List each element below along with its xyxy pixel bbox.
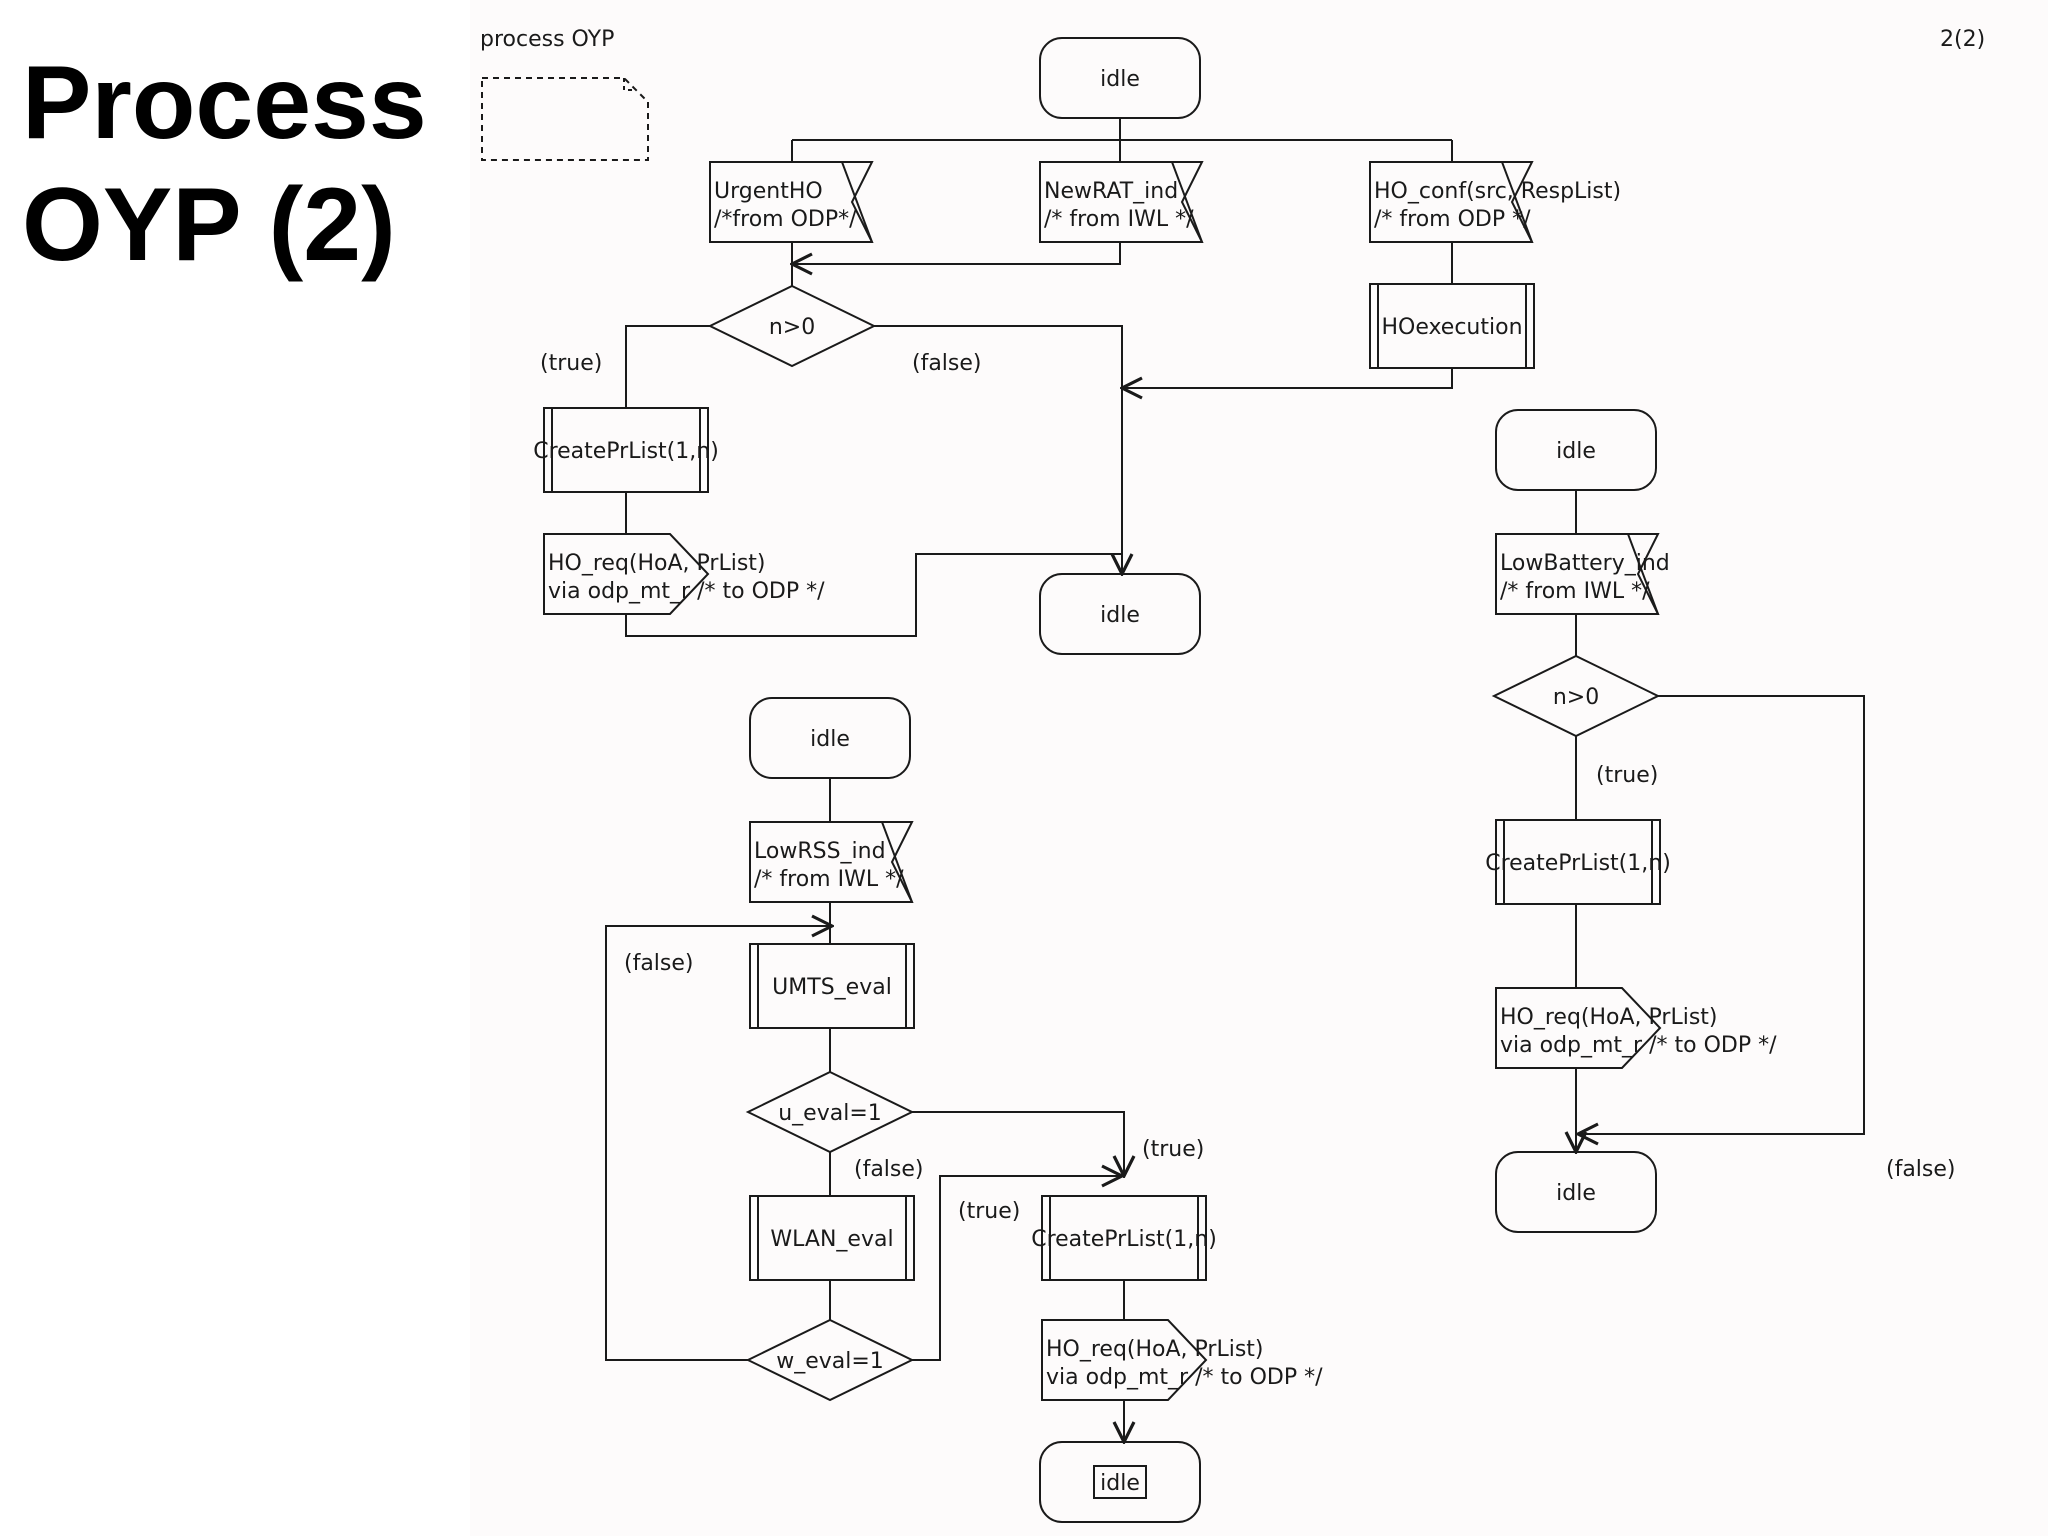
decision-n-gt-0-top (707, 284, 877, 368)
connector-hoexecution-to-idle (1122, 368, 1453, 388)
input-newrat-line1: NewRAT_ind (1044, 179, 1178, 204)
procedure-createprlist-bottom-label: CreatePrList(1,n) (1031, 1227, 1217, 1252)
input-ho-conf-line1: HO_conf(src, RespList) (1374, 179, 1621, 204)
output-ho-req-bottom (1041, 1319, 1208, 1401)
branch-false-u: (false) (854, 1157, 924, 1182)
output-ho-req-right-line1: HO_req(HoA, PrList) (1500, 1005, 1718, 1030)
output-ho-req-bottom-line1: HO_req(HoA, PrList) (1046, 1337, 1264, 1362)
output-ho-req-right (1495, 987, 1662, 1069)
connector-merge-top (792, 242, 1121, 286)
state-idle-top-label: idle (1100, 67, 1140, 92)
decision-u-eval-label: u_eval=1 (778, 1101, 882, 1126)
decision-n-gt-0-top-label: n>0 (769, 315, 815, 340)
branch-false-loop: (false) (624, 951, 694, 976)
text-symbol-dashed (481, 77, 649, 161)
state-idle-mid (1039, 573, 1201, 655)
state-idle-bottom-label: idle (1100, 1471, 1140, 1496)
input-lowbattery-line1: LowBattery_ind (1500, 551, 1670, 576)
page-number: 2(2) (1940, 27, 1985, 52)
state-idle-right-top-label: idle (1556, 439, 1596, 464)
input-lowbattery-line2: /* from IWL */ (1500, 579, 1650, 604)
state-idle-right-bottom (1495, 1151, 1657, 1233)
state-idle-bottom (1039, 1441, 1201, 1523)
input-urgentho (709, 161, 874, 243)
input-urgentho-line1: UrgentHO (714, 179, 823, 204)
input-newrat-line2: /* from IWL */ (1044, 207, 1194, 232)
input-lowrss-ind (749, 821, 914, 903)
connector-false-right (1578, 695, 1865, 1134)
input-lowrss-line2: /* from IWL */ (754, 867, 904, 892)
branch-false-right: (false) (1886, 1157, 1956, 1182)
procedure-createprlist-top-label: CreatePrList(1,n) (533, 439, 719, 464)
input-newrat-ind (1039, 161, 1204, 243)
slide-title-line-1: Process (22, 45, 427, 161)
connector-w-true (912, 1176, 1122, 1361)
decision-w-eval (745, 1318, 915, 1402)
decision-n-gt-0-right-label: n>0 (1553, 685, 1599, 710)
procedure-wlan-eval (749, 1195, 915, 1281)
branch-true-right: (true) (1596, 763, 1658, 788)
output-ho-req-bottom-line2: via odp_mt_r /* to ODP */ (1046, 1365, 1323, 1390)
state-idle-mid-label: idle (1100, 603, 1140, 628)
output-ho-req-top (543, 533, 710, 615)
diagram-header: process OYP (480, 27, 614, 52)
procedure-createprlist-right (1495, 819, 1661, 905)
output-ho-req-top-line2: via odp_mt_r /* to ODP */ (548, 579, 825, 604)
procedure-umts-eval (749, 943, 915, 1029)
branch-true-top: (true) (540, 351, 602, 376)
text-symbol-corner (623, 78, 636, 91)
state-idle-right-bottom-label: idle (1556, 1181, 1596, 1206)
branch-true-u: (true) (1142, 1137, 1204, 1162)
connector-false-top (874, 325, 1122, 574)
procedure-hoexecution-label: HOexecution (1381, 315, 1522, 340)
slide-title: Process OYP (2) (22, 42, 442, 286)
procedure-wlan-eval-label: WLAN_eval (770, 1227, 893, 1252)
input-lowrss-line1: LowRSS_ind (754, 839, 886, 864)
branch-false-top: (false) (912, 351, 982, 376)
decision-w-eval-label: w_eval=1 (776, 1349, 884, 1374)
procedure-umts-eval-label: UMTS_eval (772, 975, 892, 1000)
connector-idle-to-inputs (791, 118, 1453, 162)
procedure-createprlist-right-label: CreatePrList(1,n) (1485, 851, 1671, 876)
output-ho-req-top-line1: HO_req(HoA, PrList) (548, 551, 766, 576)
input-ho-conf-line2: /* from ODP */ (1374, 207, 1531, 232)
input-lowbattery-ind (1495, 533, 1660, 615)
connector-output-to-idle (625, 553, 1122, 637)
state-idle-bottom-left-label: idle (810, 727, 850, 752)
sdl-diagram-panel (470, 0, 2048, 1536)
slide-title-line-2: OYP (2) (22, 167, 396, 283)
input-ho-conf (1369, 161, 1534, 243)
output-ho-req-right-line2: via odp_mt_r /* to ODP */ (1500, 1033, 1777, 1058)
state-idle-bottom-focus-box (1093, 1465, 1147, 1499)
input-urgentho-line2: /*from ODP*/ (714, 207, 857, 232)
branch-true-w: (true) (958, 1199, 1020, 1224)
connector-u-true (912, 1111, 1124, 1176)
connector-w-false-loop (605, 926, 832, 1361)
